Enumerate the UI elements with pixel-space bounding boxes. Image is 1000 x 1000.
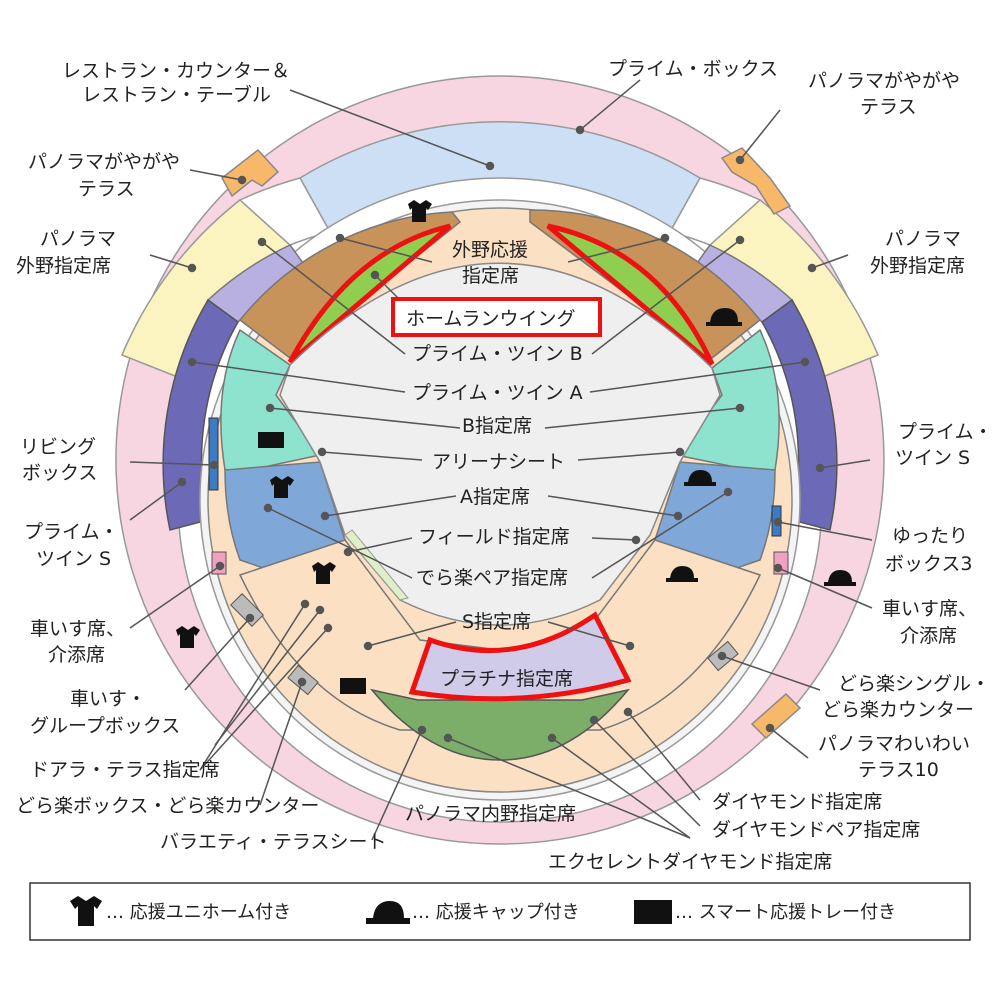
label-waiwai-2: テラス10 [858,759,939,781]
label-outfield-left-2: 外野指定席 [16,255,111,277]
label-cheer-2: 指定席 [462,265,519,287]
s-reserved-bowl[interactable] [238,539,762,731]
label-twin-s-left-2: ツイン S [36,548,111,570]
label-excellent: エクセレントダイヤモンド指定席 [548,851,832,873]
label-terrace-left-2: テラス [78,178,135,200]
label-field-reserved: フィールド指定席 [418,526,570,548]
label-wheelchair-group-1: 車いす・ [70,688,146,710]
label-terrace-right-1: パノラマがやがや [808,70,960,92]
gayagaya-terrace-right[interactable] [720,147,792,215]
legend-cap-text: … 応援キャップ付き [412,902,580,923]
living-box[interactable] [208,417,219,491]
label-dora-terrace: ドアラ・テラス指定席 [30,759,220,781]
homerun-wing-right[interactable] [546,223,715,366]
label-arena: アリーナシート [432,451,565,473]
cap-icon [666,308,856,586]
legend-uniform-text: … 応援ユニホーム付き [106,902,291,923]
label-twin-s-right-1: プライム・ [898,421,993,443]
waiwai-terrace[interactable] [750,692,802,740]
platinum-seats[interactable] [408,611,632,702]
label-cheer-1: 外野応援 [452,239,528,261]
label-yuttari-1: ゆったり [892,525,968,547]
field-edge [344,529,409,601]
label-restaurant-1: レストラン・カウンター＆ [62,60,290,82]
label-platinum: プラチナ指定席 [440,668,573,690]
leader-lines [129,79,873,841]
label-homerun-wing[interactable]: ホームランウイング [406,308,575,330]
label-living-2: ボックス [22,462,97,484]
label-doraku-single-2: どら楽カウンター [822,699,974,721]
label-yuttari-2: ボックス3 [885,553,973,575]
label-twin-s-right-2: ツイン S [895,447,970,469]
label-s-reserved: S指定席 [462,611,531,633]
label-variety: バラエティ・テラスシート [160,831,386,853]
label-outfield-left-1: パノラマ [40,228,116,250]
label-wheelchair-right-2: 介添席 [900,625,957,647]
label-doraku-box: どら楽ボックス・どら楽カウンター [16,795,319,817]
label-outfield-right-2: 外野指定席 [870,255,965,277]
prime-twin-a-left[interactable] [220,328,322,471]
label-a-reserved: A指定席 [460,486,530,508]
label-restaurant-2: レストラン・テーブル [82,83,271,106]
label-terrace-left-1: パノラマがやがや [28,151,180,173]
label-living-1: リビング [20,436,96,458]
legend: … 応援ユニホーム付き … 応援キャップ付き … スマート応援トレー付き [29,882,971,941]
navy-band-right[interactable] [761,298,838,531]
legend-cap-icon [366,901,410,924]
label-waiwai-1: パノラマわいわい [818,733,970,755]
label-diamond: ダイヤモンド指定席 [712,791,882,813]
label-infield: パノラマ内野指定席 [405,803,576,825]
label-diamond-pair: ダイヤモンドペア指定席 [712,819,920,841]
homerun-wing-label-box [391,297,602,337]
legend-uniform-icon [70,896,102,926]
label-wheelchair-left-1: 車いす席、 [30,618,125,640]
label-doraku-single-1: どら楽シングル・ [838,673,990,695]
legend-tray-text: … スマート応援トレー付き [675,902,896,923]
label-outfield-right-1: パノラマ [885,228,961,250]
wheelchair-group-box[interactable] [230,593,264,627]
label-terrace-right-2: テラス [860,96,917,118]
prime-twin-a-right[interactable] [674,328,780,471]
label-wheelchair-group-2: グループボックス [30,715,180,737]
navy-band-left[interactable] [162,298,239,531]
field [279,262,721,626]
label-twin-s-left-1: プライム・ [24,521,119,543]
label-wheelchair-right-1: 車いす席、 [882,598,977,620]
label-wheelchair-left-2: 介添席 [48,644,105,666]
homerun-wing-left[interactable] [287,223,452,364]
label-prime-box: プライム・ボックス [608,58,778,80]
label-twin-a: プライム・ツイン A [412,382,583,404]
label-twin-b: プライム・ツイン B [412,343,583,365]
label-b-reserved: B指定席 [462,415,532,437]
gayagaya-terrace-left[interactable] [221,148,280,198]
legend-tray-icon [634,900,672,924]
tray-icon [258,432,366,694]
label-deraku-pair: でら楽ペア指定席 [416,567,568,589]
uniform-icon [176,200,432,648]
